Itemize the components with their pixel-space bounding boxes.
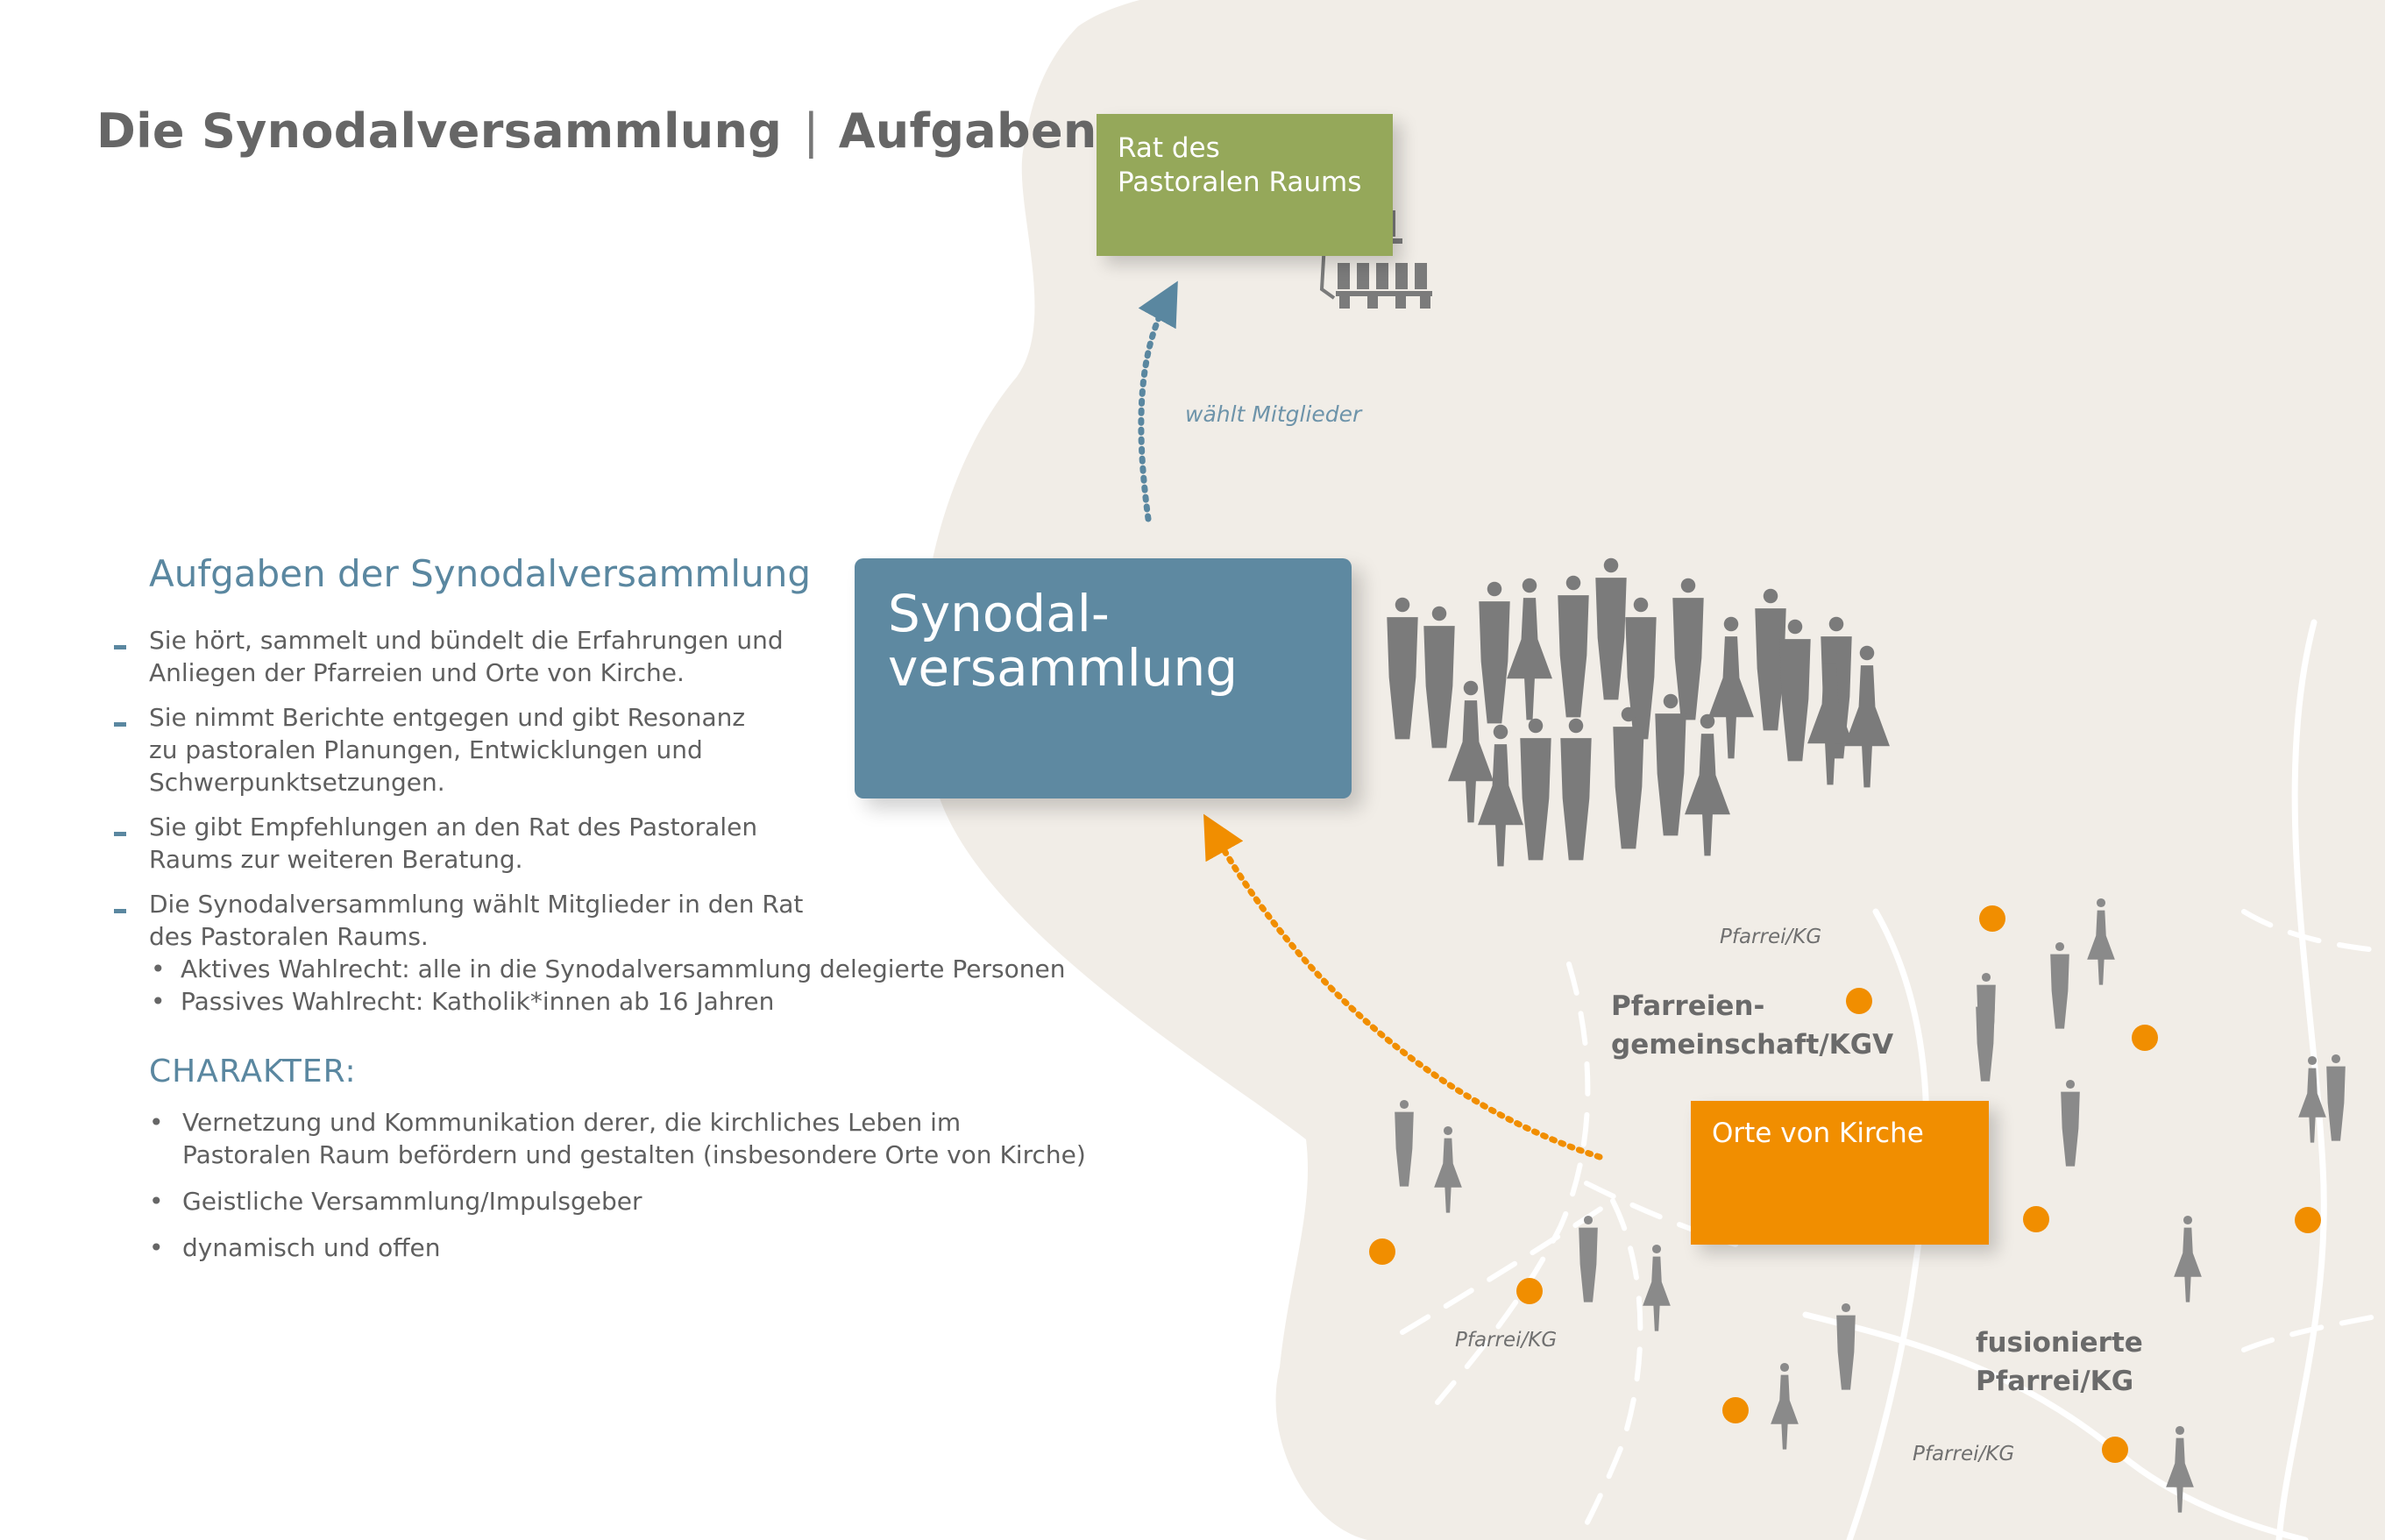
tasks-heading: Aufgaben der Synodalversammlung	[149, 552, 811, 595]
location-dot	[2132, 1025, 2158, 1051]
list-item: Vernetzung und Kommunikation derer, die …	[149, 1106, 1111, 1171]
person-icon	[1807, 642, 1853, 785]
person-icon	[1595, 557, 1627, 700]
person-icon	[1643, 1244, 1671, 1331]
person-icon	[1977, 972, 1996, 1060]
list-item: Passives Wahlrecht: Katholik*innen ab 16…	[151, 985, 1078, 1018]
person-icon	[1448, 680, 1494, 823]
list-item: Aktives Wahlrecht: alle in die Synodalve…	[151, 953, 1078, 985]
wahlrecht-sublist: Aktives Wahlrecht: alle in die Synodalve…	[149, 953, 1078, 1018]
character-heading: CHARAKTER:	[149, 1054, 357, 1089]
person-icon	[2087, 898, 2115, 985]
arrow-label: wählt Mitglieder	[1185, 401, 1362, 427]
person-icon	[1685, 713, 1730, 856]
location-dot	[2023, 1206, 2049, 1232]
orte-box: Orte von Kirche	[1691, 1101, 1989, 1245]
person-icon	[2326, 1054, 2346, 1141]
orange-dots	[1369, 905, 2321, 1463]
person-icon	[1655, 693, 1686, 836]
location-dot	[1369, 1238, 1395, 1265]
person-icon	[1755, 588, 1786, 731]
list-item: Geistliche Versammlung/Impulsgeber	[149, 1185, 1111, 1217]
area-label-pfarreiengemeinschaft: Pfarreien-gemeinschaft/KGV	[1611, 990, 1894, 1061]
person-icon	[1844, 645, 1890, 788]
location-dot	[1516, 1278, 1543, 1304]
page-title: Die Synodalversammlung|Aufgaben	[96, 103, 1097, 159]
title-separator: |	[803, 103, 820, 159]
cloud-blob	[919, 0, 2385, 1540]
person-icon	[1434, 1125, 1462, 1213]
page-subtitle: Aufgaben	[838, 103, 1097, 159]
person-icon	[1479, 581, 1510, 724]
orte-box-label: Orte von Kirche	[1712, 1118, 1924, 1149]
person-icon	[1672, 578, 1704, 720]
person-icon	[1558, 575, 1589, 718]
scattered-people	[1395, 898, 2346, 1513]
list-item: dynamisch und offen	[149, 1231, 1111, 1264]
location-dot	[1846, 988, 1872, 1014]
pfarrei-label: Pfarrei/KG	[1720, 926, 1822, 948]
territory-lines	[1400, 619, 2385, 1540]
pfarrei-label: Pfarrei/KG	[1913, 1443, 2015, 1465]
arrow-waehlt	[1138, 280, 1178, 522]
location-dot	[1979, 905, 2005, 932]
synodal-box-label: Synodal-versammlung	[888, 584, 1239, 698]
person-icon	[1478, 724, 1523, 867]
person-icon	[1771, 1362, 1799, 1450]
person-icon	[2166, 1425, 2194, 1513]
crowd-people	[1387, 557, 1890, 867]
tasks-list: Sie hört, sammelt und bündelt die Erfahr…	[114, 624, 1078, 1030]
person-icon	[1836, 1302, 1856, 1390]
person-icon	[1387, 597, 1418, 740]
person-icon	[2061, 1079, 2080, 1167]
person-icon	[1613, 706, 1644, 849]
person-icon	[1423, 606, 1455, 749]
person-icon	[1395, 1099, 1414, 1187]
person-icon	[1507, 578, 1552, 720]
character-list: Vernetzung und Kommunikation derer, die …	[149, 1106, 1111, 1278]
person-icon	[2174, 1215, 2202, 1302]
pfarrei-label: Pfarrei/KG	[1455, 1329, 1558, 1352]
person-icon	[1560, 718, 1592, 861]
person-icon	[1520, 718, 1551, 861]
person-icon	[2050, 941, 2069, 1029]
synodal-box: Synodal-versammlung	[855, 558, 1352, 798]
list-item: Sie gibt Empfehlungen an den Rat des Pas…	[114, 811, 1078, 876]
list-item: Sie hört, sammelt und bündelt die Erfahr…	[114, 624, 1078, 689]
person-icon	[1579, 1215, 1598, 1302]
list-item: Die Synodalversammlung wählt Mitglieder …	[114, 888, 1078, 1018]
list-item: Sie nimmt Berichte entgegen und gibt Res…	[114, 701, 1078, 798]
location-dot	[2102, 1437, 2128, 1463]
location-dot	[2295, 1207, 2321, 1233]
arrow-orte	[1203, 813, 1603, 1160]
person-icon	[1779, 619, 1811, 762]
person-icon	[2298, 1055, 2326, 1143]
location-dot	[1722, 1397, 1749, 1423]
person-icon	[1708, 616, 1754, 759]
